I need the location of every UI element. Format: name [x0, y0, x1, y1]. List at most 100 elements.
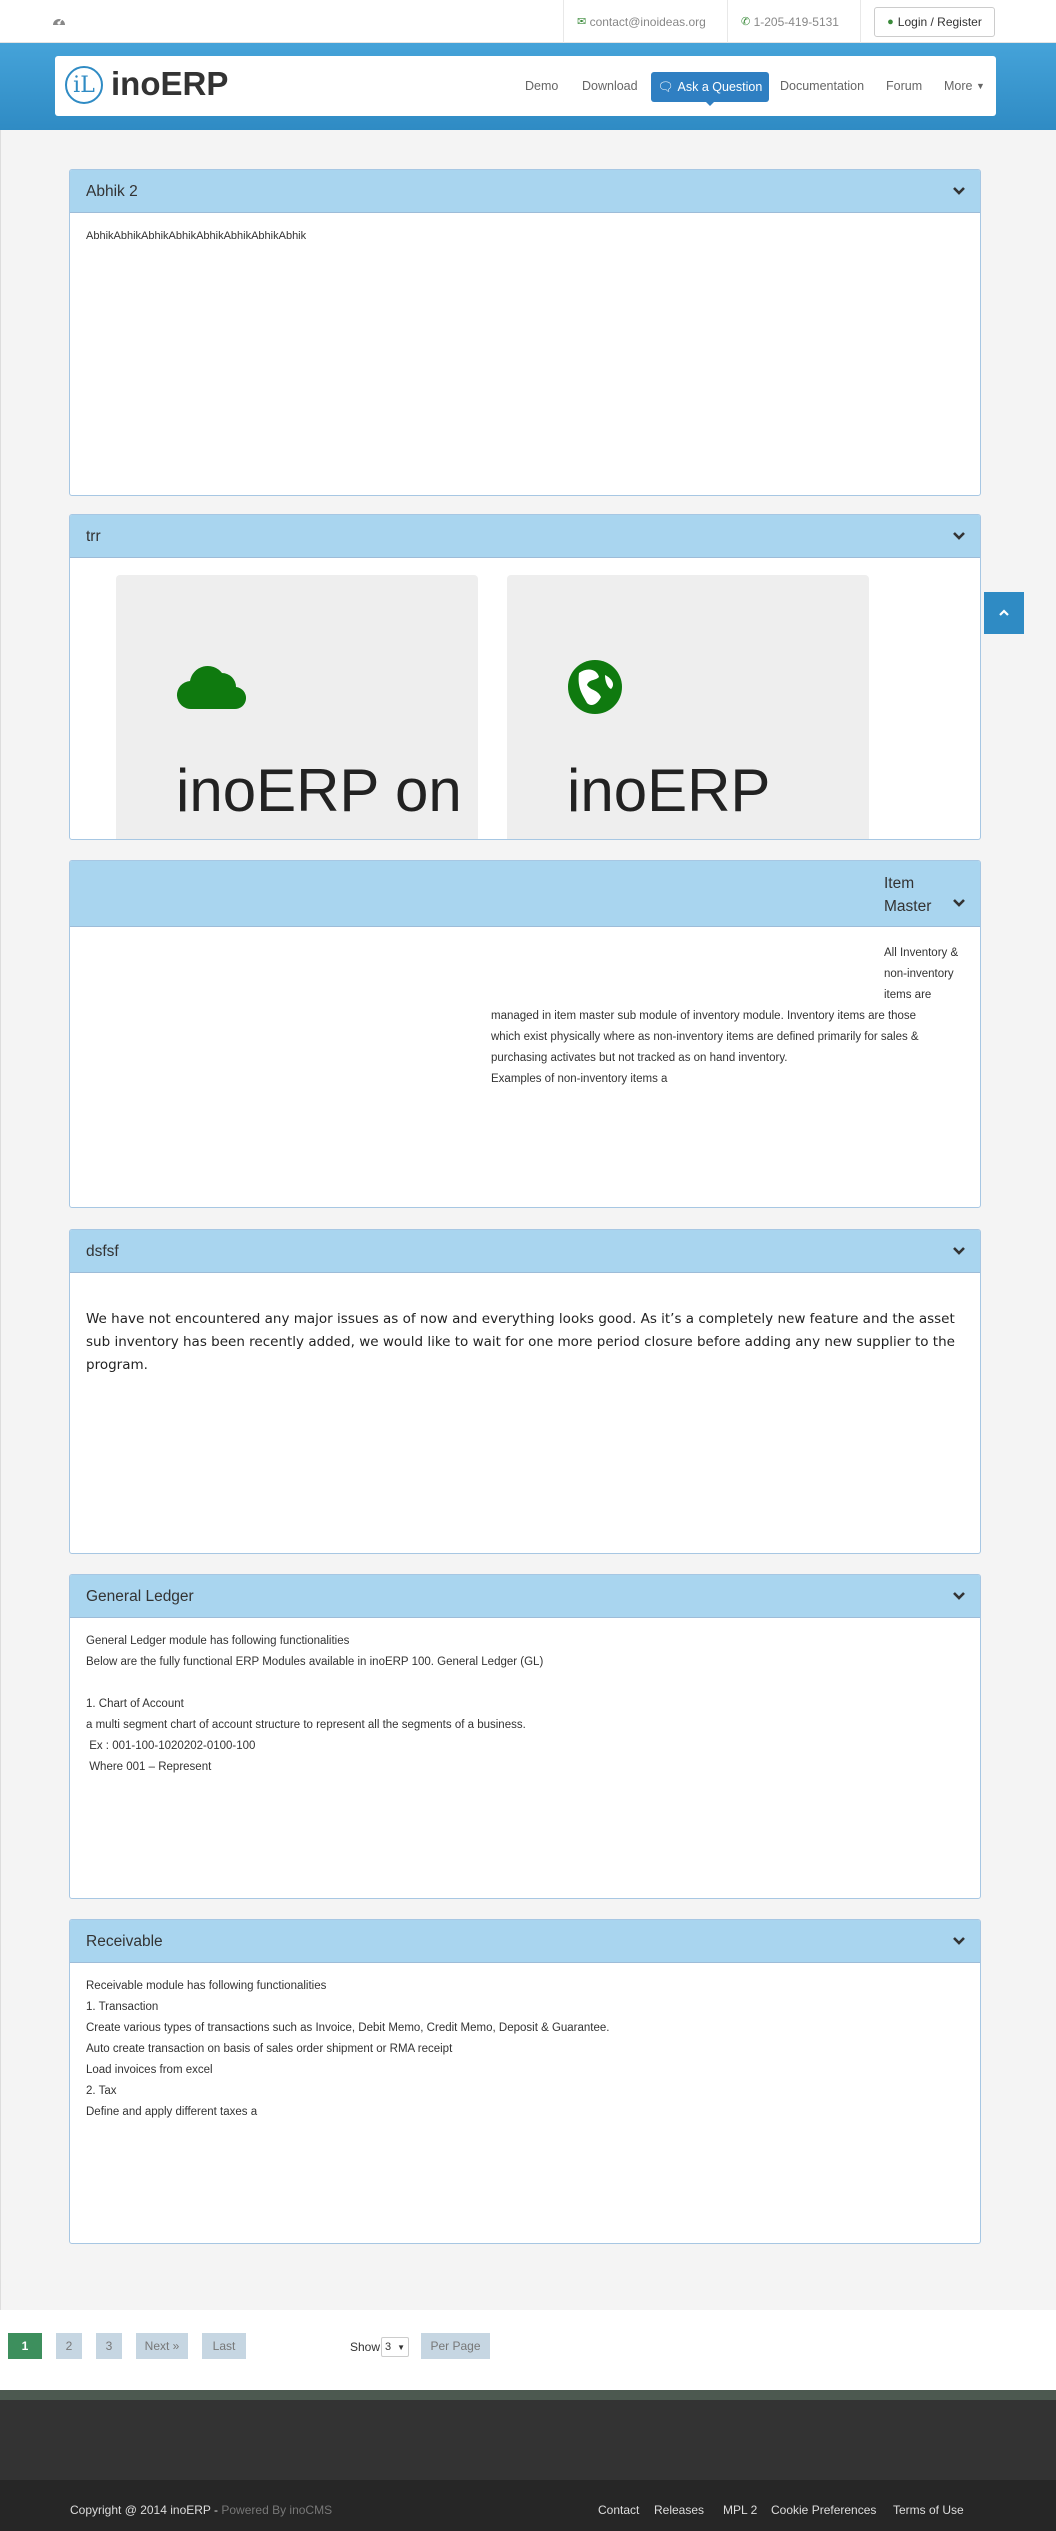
- chevron-up-icon: [999, 609, 1009, 616]
- show-label: Show: [350, 2340, 381, 2354]
- per-page-button[interactable]: Per Page: [421, 2333, 490, 2359]
- logo-text[interactable]: inoERP: [111, 65, 229, 102]
- caret-down-icon: ▼: [397, 2342, 405, 2352]
- nav-demo[interactable]: Demo: [525, 79, 559, 93]
- last-page-button[interactable]: Last: [202, 2333, 246, 2359]
- chevron-down-icon[interactable]: [952, 1245, 966, 1257]
- footer-link-contact[interactable]: Contact: [598, 2503, 640, 2517]
- panel-title: Abhik 2: [86, 183, 138, 200]
- chevron-down-icon[interactable]: [952, 530, 966, 542]
- panel-text-line: Examples of non-inventory items a: [491, 1073, 668, 1085]
- content-panel: Item Master All Inventory & non-inventor…: [69, 860, 981, 1208]
- panel-body: managed in item master sub module of inv…: [491, 1006, 971, 1090]
- panel-text-line: 1. Transaction: [86, 2001, 159, 2013]
- powered-by-link[interactable]: Powered By inoCMS: [221, 2503, 333, 2517]
- card-title: inoERP on: [176, 757, 462, 824]
- login-register-button[interactable]: ● Login / Register: [874, 7, 995, 37]
- feature-card[interactable]: inoERP Demo: [507, 575, 869, 839]
- top-bar: ✉ contact@inoideas.org ✆ 1-205-419-5131 …: [0, 0, 1056, 43]
- panel-text-line: [86, 1673, 964, 1694]
- panel-header[interactable]: dsfsf: [70, 1230, 980, 1273]
- nav-download[interactable]: Download: [582, 79, 638, 93]
- envelope-icon: ✉: [577, 16, 587, 28]
- divider: [727, 0, 728, 43]
- panel-title: General Ledger: [86, 1588, 194, 1605]
- footer-link-releases[interactable]: Releases: [654, 2503, 705, 2517]
- panel-body: General Ledger module has following func…: [86, 1631, 964, 1778]
- panel-body: AbhikAbhikAbhikAbhikAbhikAbhikAbhikAbhik: [86, 206, 964, 247]
- panel-title: Receivable: [86, 1933, 163, 1950]
- panel-header[interactable]: Receivable: [70, 1920, 980, 1963]
- comments-icon: 🗨: [657, 79, 674, 94]
- navbar: iL inoERP Demo Download 🗨 Ask a Question…: [55, 56, 996, 116]
- panel-body: Receivable module has following function…: [86, 1976, 964, 2123]
- page-button-1[interactable]: 1: [8, 2333, 42, 2359]
- divider: [0, 130, 1, 2310]
- panel-text-line: Define and apply different taxes a: [86, 2106, 258, 2118]
- panel-text-line: 1. Chart of Account: [86, 1698, 184, 1710]
- panel-text: AbhikAbhikAbhikAbhikAbhikAbhikAbhikAbhik: [86, 230, 307, 242]
- page-button-2[interactable]: 2: [56, 2333, 82, 2359]
- phone-icon: ✆: [741, 16, 751, 28]
- nav-forum[interactable]: Forum: [886, 79, 923, 93]
- inoerp-logo-icon[interactable]: iL: [65, 66, 103, 104]
- footer-bottom: [0, 2480, 1056, 2531]
- panel-header[interactable]: Item Master: [70, 861, 980, 927]
- footer-stripe: [0, 2390, 1056, 2400]
- panel-text-line: which exist physically where as non-inve…: [491, 1031, 919, 1043]
- caret-down-icon: ▼: [975, 81, 985, 91]
- panel-title: trr: [86, 528, 101, 545]
- nav-more-label: More: [944, 79, 973, 93]
- panel-text-line: a multi segment chart of account structu…: [86, 1719, 526, 1731]
- content-panel: Abhik 2 AbhikAbhikAbhikAbhikAbhikAbhikAb…: [69, 169, 981, 496]
- divider: [860, 0, 861, 43]
- panel-text-line: Where 001 – Represent: [86, 1761, 212, 1773]
- per-page-select[interactable]: 3▼: [381, 2337, 409, 2357]
- next-page-button[interactable]: Next »: [136, 2333, 188, 2359]
- chevron-down-icon[interactable]: [952, 897, 966, 909]
- page-button-3[interactable]: 3: [96, 2333, 122, 2359]
- content-panel: dsfsf We have not encountered any major …: [69, 1229, 981, 1554]
- nav-documentation[interactable]: Documentation: [780, 79, 865, 93]
- cloud-icon: [176, 666, 246, 710]
- email-text: contact@inoideas.org: [589, 14, 706, 29]
- panel-text-line: Auto create transaction on basis of sale…: [86, 2043, 453, 2055]
- footer-link-terms[interactable]: Terms of Use: [893, 2503, 964, 2517]
- panel-header[interactable]: General Ledger: [70, 1575, 980, 1618]
- feature-card[interactable]: inoERP on: [116, 575, 478, 839]
- divider: [563, 0, 564, 43]
- dashboard-gauge-icon[interactable]: [52, 14, 66, 26]
- panel-text-line: 2. Tax: [86, 2085, 117, 2097]
- panel-text-line: purchasing activates but not tracked as …: [491, 1052, 788, 1064]
- panel-text-line: Create various types of transactions suc…: [86, 2022, 610, 2034]
- panel-text: All Inventory & non-inventory items are: [884, 947, 959, 1001]
- panel-title: dsfsf: [86, 1243, 119, 1260]
- chevron-down-icon[interactable]: [952, 1590, 966, 1602]
- user-icon: ●: [887, 16, 894, 28]
- panel-header[interactable]: trr: [70, 515, 980, 558]
- nav-ask-question[interactable]: 🗨 Ask a Question: [651, 72, 769, 106]
- phone-link[interactable]: ✆ 1-205-419-5131: [741, 0, 839, 43]
- content-panel: General Ledger General Ledger module has…: [69, 1574, 981, 1899]
- login-label: Login / Register: [897, 15, 982, 29]
- copyright-text: Copyright @ 2014 inoERP -: [70, 2503, 222, 2517]
- email-link[interactable]: ✉ contact@inoideas.org: [577, 0, 706, 43]
- footer-link-mpl[interactable]: MPL 2: [723, 2503, 758, 2517]
- card-title: inoERP Demo: [567, 757, 770, 824]
- copyright: Copyright @ 2014 inoERP - Powered By ino…: [70, 2503, 332, 2517]
- panel-header[interactable]: Abhik 2: [70, 170, 980, 213]
- chevron-down-icon[interactable]: [952, 185, 966, 197]
- content-panel: trr inoERP on inoERP Demo: [69, 514, 981, 840]
- chevron-down-icon[interactable]: [952, 1935, 966, 1947]
- scroll-top-button[interactable]: [984, 592, 1024, 634]
- panel-text-line: Receivable module has following function…: [86, 1980, 327, 1992]
- panel-text-line: managed in item master sub module of inv…: [491, 1010, 917, 1022]
- footer-link-cookie-preferences[interactable]: Cookie Preferences: [771, 2503, 877, 2517]
- panel-text: We have not encountered any major issues…: [86, 1311, 955, 1373]
- nav-more[interactable]: More ▼: [944, 56, 985, 116]
- footer-main: [0, 2400, 1056, 2480]
- panel-text-line: Ex : 001-100-1020202-0100-100: [86, 1740, 256, 1752]
- per-page-value: 3: [385, 2341, 392, 2353]
- panel-text-line: Load invoices from excel: [86, 2064, 213, 2076]
- panel-title: Item Master: [884, 875, 932, 915]
